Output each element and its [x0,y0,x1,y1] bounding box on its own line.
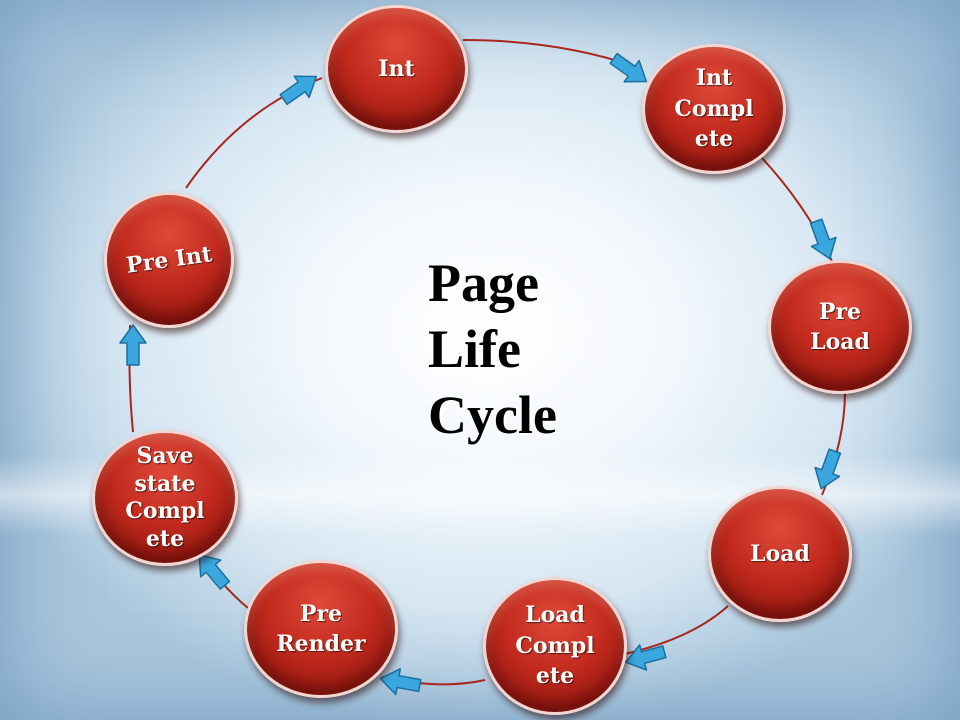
flow-arrow-from-pre-render [198,553,231,590]
node-pre-int-label: Pre Int [124,240,214,279]
node-pre-render: Pre Render [244,560,398,698]
node-pre-load-label: Pre Load [810,298,870,355]
diagram-title: Page Life Cycle [428,253,557,445]
connector-line-from-load [619,605,729,656]
node-int: Int [325,5,468,133]
node-save-state-complete: Save state Compl ete [92,430,238,566]
node-load-complete: Load Compl ete [483,577,627,715]
flow-arrow-from-int-complete [809,218,837,260]
node-pre-load: Pre Load [768,260,912,394]
node-pre-int: Pre Int [104,192,234,328]
node-int-complete: Int Compl ete [642,44,786,174]
flow-arrow-from-load [624,644,667,671]
flow-arrow-from-load-complete [379,668,422,696]
node-pre-render-label: Pre Render [276,600,366,657]
node-load-label: Load [750,540,810,567]
node-int-complete-label: Int Compl ete [674,65,754,153]
node-load-complete-label: Load Compl ete [515,602,595,690]
node-save-state-complete-label: Save state Compl ete [125,443,205,552]
node-load: Load [708,486,852,622]
flow-arrow-from-save-state [119,324,147,366]
flow-arrow-from-pre-int [279,75,318,106]
flow-arrows [119,52,842,696]
flow-arrow-from-int [609,52,648,83]
node-int-label: Int [378,55,415,82]
flow-arrow-from-pre-load [814,448,842,490]
